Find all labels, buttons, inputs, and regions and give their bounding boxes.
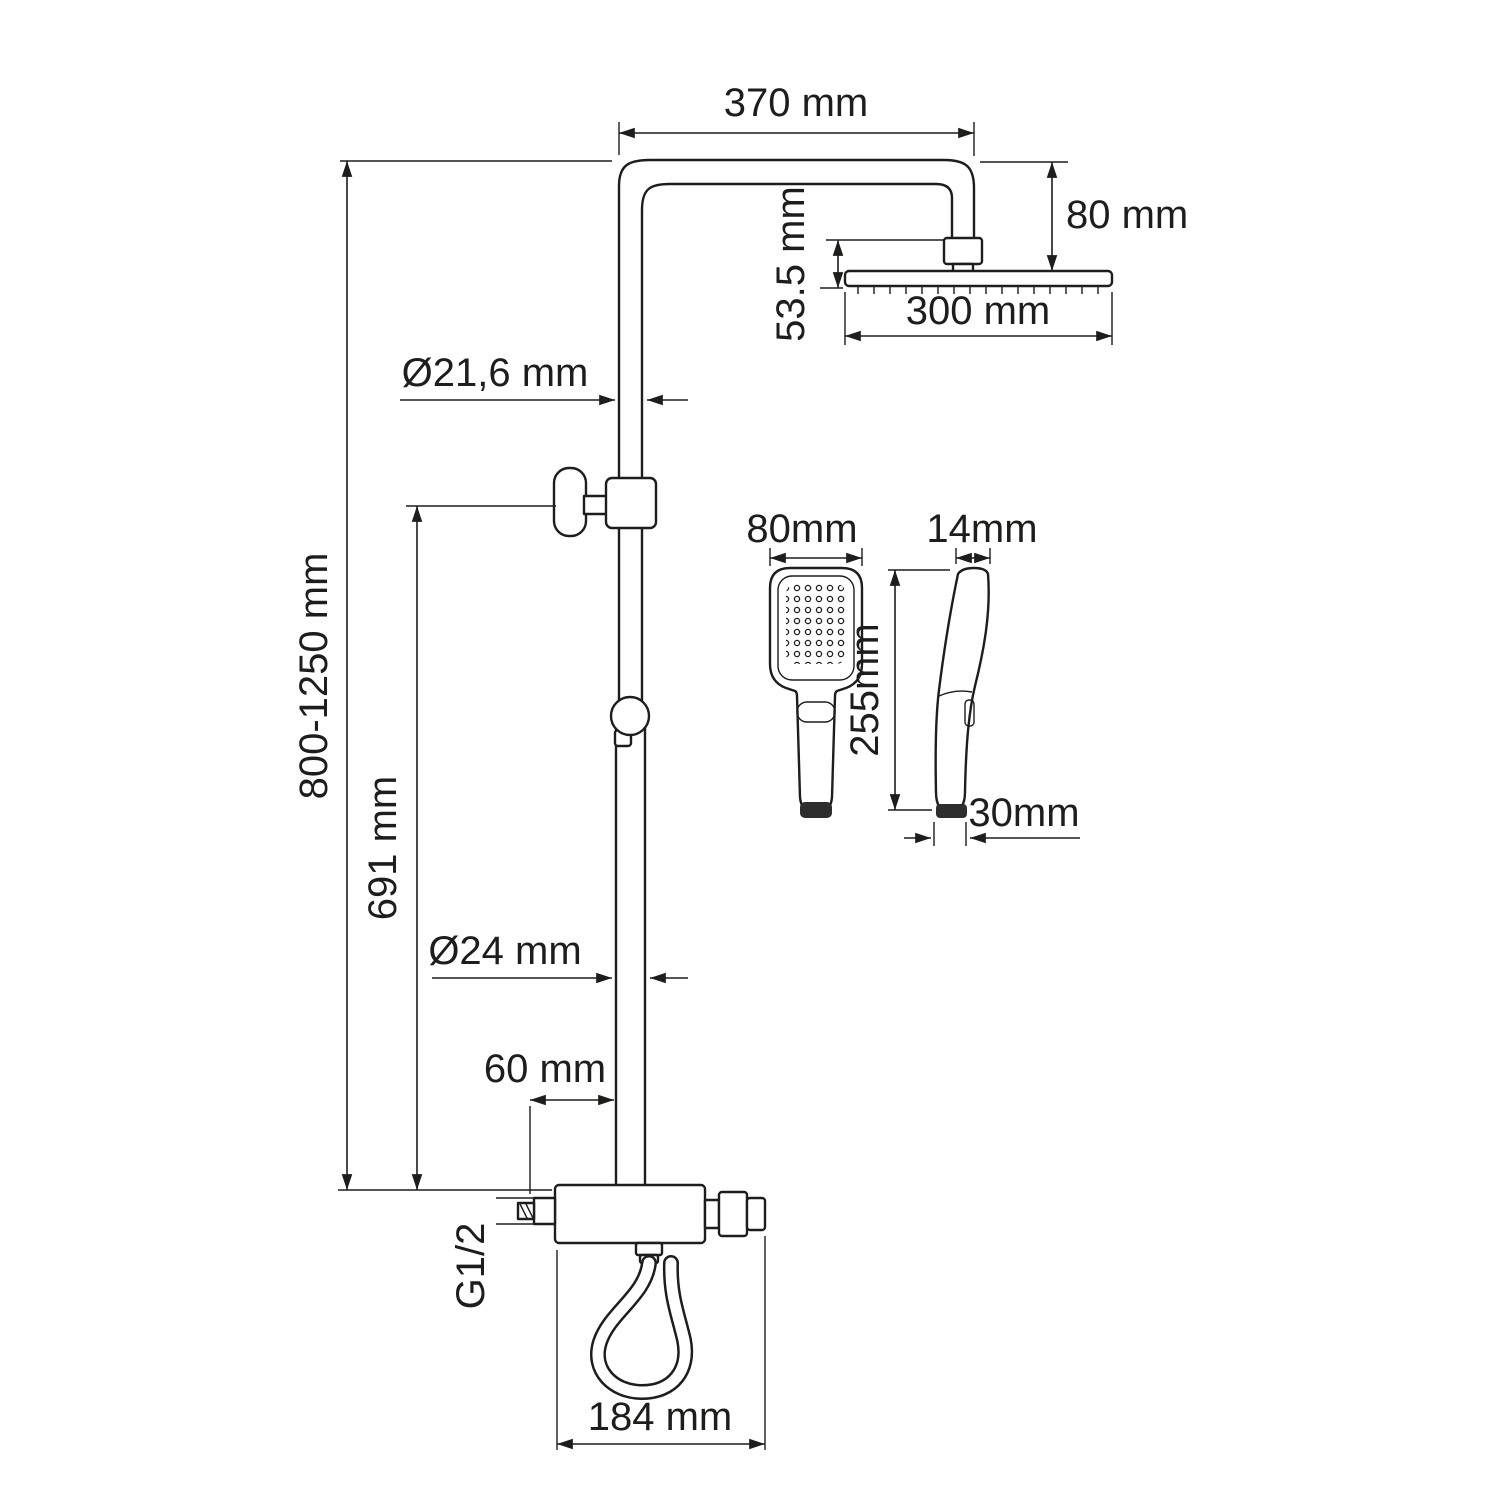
dim-lower-pipe-diameter: Ø24 mm bbox=[428, 929, 688, 984]
dim-mixer-width-ext bbox=[556, 1236, 766, 1450]
rain-head-nozzles bbox=[857, 286, 1099, 294]
hand-shower-face-border bbox=[777, 575, 855, 681]
dim-hand-shower-length-label: 255mm bbox=[843, 623, 887, 756]
dim-bracket-height-label: 691 mm bbox=[361, 776, 405, 921]
dim-hand-shower-width-label: 80mm bbox=[746, 507, 857, 551]
rain-shower-head bbox=[843, 236, 1114, 294]
hand-shower-spray-face bbox=[786, 584, 846, 664]
bracket-collar bbox=[604, 476, 658, 530]
dim-connection-thread: G1/2 bbox=[449, 1197, 534, 1310]
dim-arm-width: 370 mm bbox=[618, 81, 975, 156]
dim-total-height: 800-1250 mm bbox=[292, 160, 612, 1191]
mixer-left-fitting bbox=[532, 1196, 557, 1226]
mixer-handle-block bbox=[717, 1190, 749, 1238]
dim-lower-pipe-label: Ø24 mm bbox=[428, 929, 581, 973]
mixer-handle-neck bbox=[703, 1198, 721, 1230]
hand-shower-side-button bbox=[964, 699, 975, 727]
dim-total-height-ext bbox=[338, 160, 612, 1191]
dim-arm-width-ext bbox=[618, 122, 975, 156]
dim-hand-shower-base: 30mm bbox=[904, 791, 1080, 846]
mixer-unit bbox=[516, 1183, 767, 1265]
shower-hose bbox=[590, 1255, 694, 1401]
dim-hand-shower-length: 255mm bbox=[843, 569, 950, 811]
column-arm-inner-line bbox=[640, 182, 954, 718]
dim-mixer-offset-label: 60 mm bbox=[484, 1047, 606, 1091]
slider-knob bbox=[609, 695, 651, 737]
dim-head-height-ext bbox=[820, 239, 944, 289]
thread-hatch bbox=[519, 1203, 534, 1219]
dim-mixer-width: 184 mm bbox=[556, 1236, 766, 1450]
dim-mixer-offset: 60 mm bbox=[484, 1047, 614, 1194]
hose-nut-upper bbox=[634, 1241, 664, 1257]
mixer-body bbox=[553, 1183, 707, 1245]
hand-shower-button bbox=[796, 701, 836, 723]
dim-total-height-label: 800-1250 mm bbox=[292, 553, 336, 800]
dim-head-width-label: 300 mm bbox=[906, 289, 1051, 333]
hand-shower-bottom-cap bbox=[800, 802, 832, 818]
slider-holder bbox=[609, 695, 651, 748]
dim-hand-shower-base-ext bbox=[933, 822, 967, 846]
dim-head-width: 300 mm bbox=[844, 289, 1113, 345]
mixer-handle-tip bbox=[745, 1196, 767, 1232]
dim-arm-drop-label: 80 mm bbox=[1066, 193, 1188, 237]
dim-hand-shower-depth-label: 14mm bbox=[926, 507, 1037, 551]
hand-shower-front-view bbox=[768, 566, 864, 818]
hand-shower-side-view bbox=[934, 566, 990, 818]
hose-core bbox=[592, 1257, 691, 1398]
dim-hand-shower-depth: 14mm bbox=[926, 507, 1038, 564]
head-connector-nut bbox=[942, 236, 984, 266]
dimensions: 370 mm 80 mm 53.5 mm 300 mm Ø21,6 mm bbox=[292, 81, 1188, 1450]
dim-upper-pipe-diameter: Ø21,6 mm bbox=[400, 351, 688, 406]
dim-arm-width-label: 370 mm bbox=[724, 81, 869, 125]
dim-bracket-height: 691 mm bbox=[361, 505, 556, 1190]
dim-head-height-label: 53.5 mm bbox=[769, 186, 813, 342]
dim-mixer-width-label: 184 mm bbox=[588, 1395, 733, 1439]
dim-connection-thread-ext bbox=[496, 1197, 534, 1225]
lower-pipe-lines bbox=[614, 714, 647, 1187]
bracket-knob bbox=[552, 466, 588, 538]
dim-head-height: 53.5 mm bbox=[769, 186, 944, 342]
dim-hand-shower-width: 80mm bbox=[746, 507, 863, 566]
rain-head-plate bbox=[843, 269, 1114, 288]
hand-shower-side-joint-line bbox=[938, 690, 973, 697]
hand-shower-side-body bbox=[934, 566, 990, 814]
column-arm-outer-line bbox=[617, 158, 976, 718]
dim-arm-drop: 80 mm bbox=[980, 161, 1188, 271]
dim-upper-pipe-label: Ø21,6 mm bbox=[402, 351, 589, 395]
hand-shower-side-cap bbox=[936, 804, 967, 818]
wall-bracket bbox=[552, 466, 658, 538]
dim-hand-shower-base-label: 30mm bbox=[968, 791, 1079, 835]
shower-column bbox=[614, 158, 976, 1187]
dim-connection-thread-label: G1/2 bbox=[449, 1223, 493, 1310]
bracket-stem bbox=[582, 494, 610, 516]
